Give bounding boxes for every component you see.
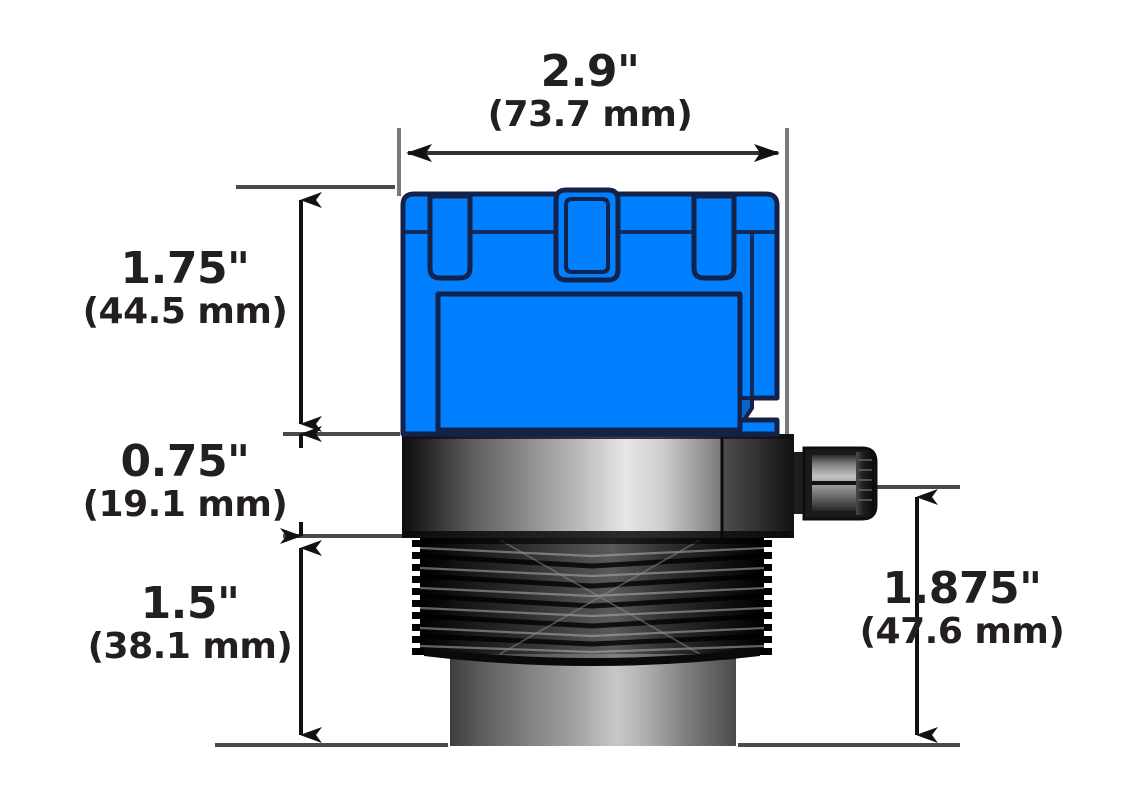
blue-housing [400,187,780,437]
right-overall-mm-value: (47.6 mm) [859,610,1065,652]
width-inches-value: 2.9" [540,46,640,97]
upper-housing-dimension-label: 1.75" (44.5 mm) [40,245,330,331]
middle-collar-mm-value: (19.1 mm) [82,483,288,525]
side-connector [788,446,878,521]
right-overall-inches-value: 1.875" [882,563,1042,614]
upper-housing-mm-value: (44.5 mm) [82,290,288,332]
metal-collar [402,434,794,538]
width-dimension-label: 2.9" (73.7 mm) [400,48,780,134]
middle-collar-dimension-label: 0.75" (19.1 mm) [40,438,330,524]
upper-housing-inches-value: 1.75" [120,243,250,294]
thread-teeth-left [412,540,424,655]
thread-helix-lines [419,546,765,654]
middle-collar-inches-value: 0.75" [120,436,250,487]
lower-thread-inches-value: 1.5" [140,578,240,629]
extension-lines-vertical [397,128,789,440]
lower-thread-mm-value: (38.1 mm) [87,625,293,667]
thread-teeth-right [760,540,772,655]
threaded-barrel [412,536,772,666]
width-mm-value: (73.7 mm) [487,93,693,135]
lower-thread-dimension-label: 1.5" (38.1 mm) [40,580,340,666]
right-overall-dimension-label: 1.875" (47.6 mm) [812,565,1112,651]
